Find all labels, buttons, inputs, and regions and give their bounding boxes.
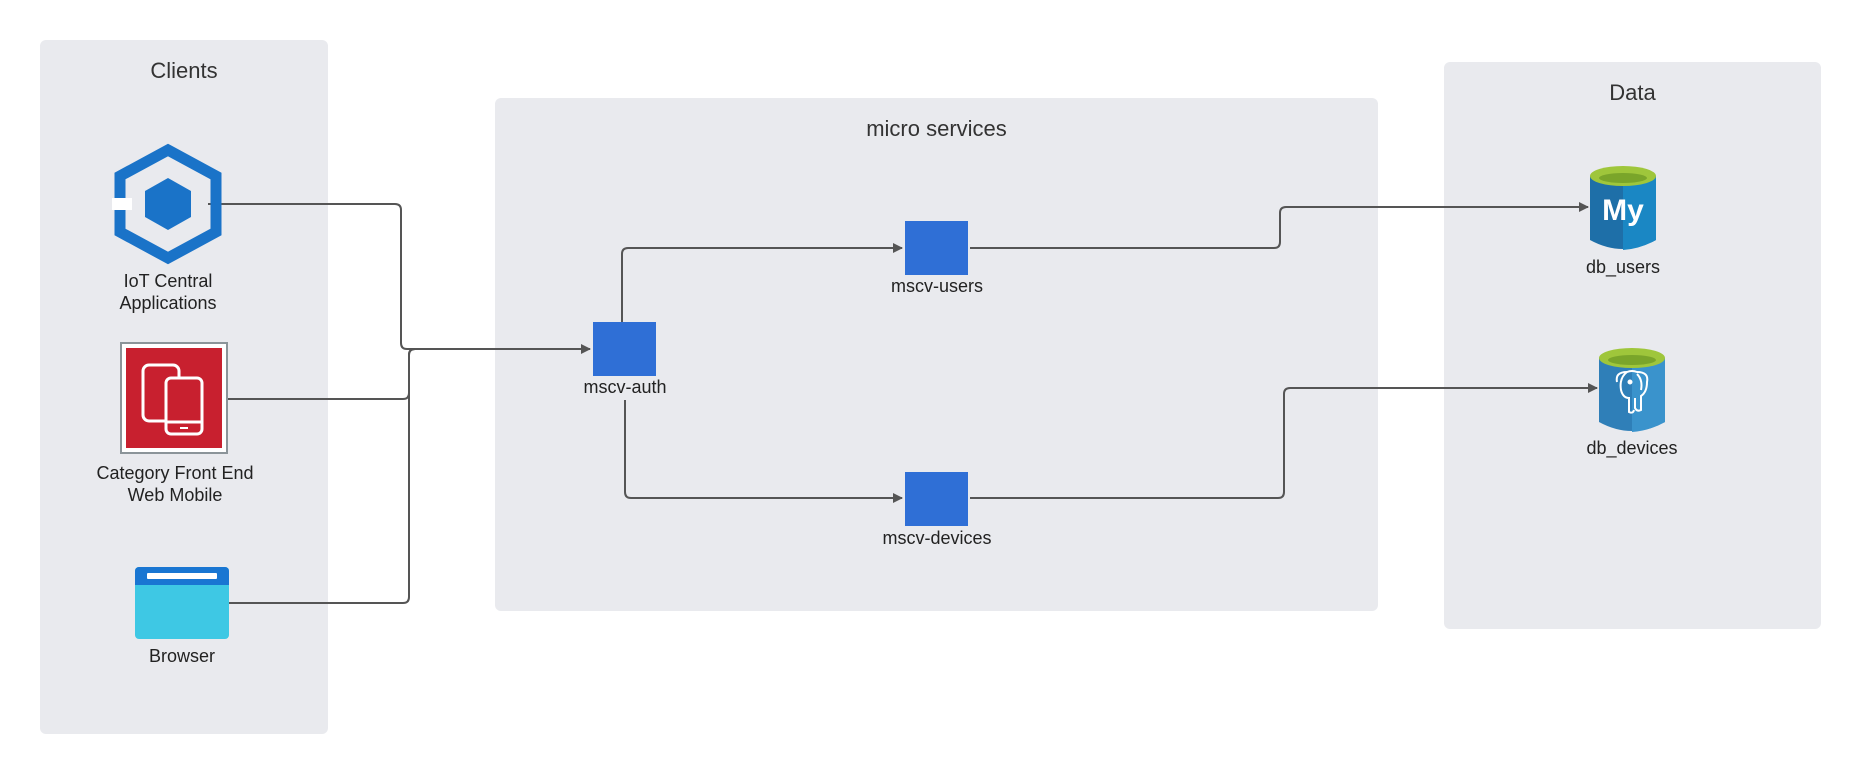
connector-iot-to-auth xyxy=(208,203,591,354)
browser-label: Browser xyxy=(148,646,215,666)
connector-devices-to-db-devices xyxy=(970,383,1598,499)
mscv-users-label: mscv-users xyxy=(890,276,983,296)
mobile-devices-icon[interactable] xyxy=(120,342,228,454)
iot-central-label-line2: Applications xyxy=(119,293,217,313)
iot-central-label-line1: IoT Central xyxy=(123,271,213,291)
connector-browser-to-auth xyxy=(228,348,590,604)
data-group: Data xyxy=(1444,62,1821,629)
micro-services-group-title: micro services xyxy=(866,116,1007,141)
clients-group-title: Clients xyxy=(150,58,218,83)
db-users-label: db_users xyxy=(1585,257,1661,277)
frontend-label: Category Front End Web Mobile xyxy=(80,462,270,506)
elephant-icon xyxy=(1615,370,1649,414)
mscv-users-service[interactable] xyxy=(905,221,968,275)
frontend-label-line1: Category Front End xyxy=(96,463,254,483)
mscv-auth-label: mscv-auth xyxy=(583,377,667,397)
connector-auth-to-devices xyxy=(624,400,903,503)
mscv-auth-service[interactable] xyxy=(593,322,656,376)
postgresql-database-icon[interactable] xyxy=(1597,346,1667,434)
iot-central-label: IoT Central Applications xyxy=(88,270,248,314)
iot-central-hexagon-icon[interactable] xyxy=(112,142,224,266)
mysql-badge-text: My xyxy=(1602,194,1644,227)
mscv-devices-label: mscv-devices xyxy=(882,528,992,548)
frontend-label-line2: Web Mobile xyxy=(127,485,223,505)
connector-auth-to-users xyxy=(621,243,903,322)
mysql-database-icon[interactable]: My xyxy=(1588,164,1658,252)
browser-window-icon[interactable] xyxy=(135,567,229,639)
data-group-title: Data xyxy=(1609,80,1656,105)
mscv-devices-service[interactable] xyxy=(905,472,968,526)
connector-users-to-db-users xyxy=(970,202,1589,249)
db-devices-label: db_devices xyxy=(1586,438,1678,458)
